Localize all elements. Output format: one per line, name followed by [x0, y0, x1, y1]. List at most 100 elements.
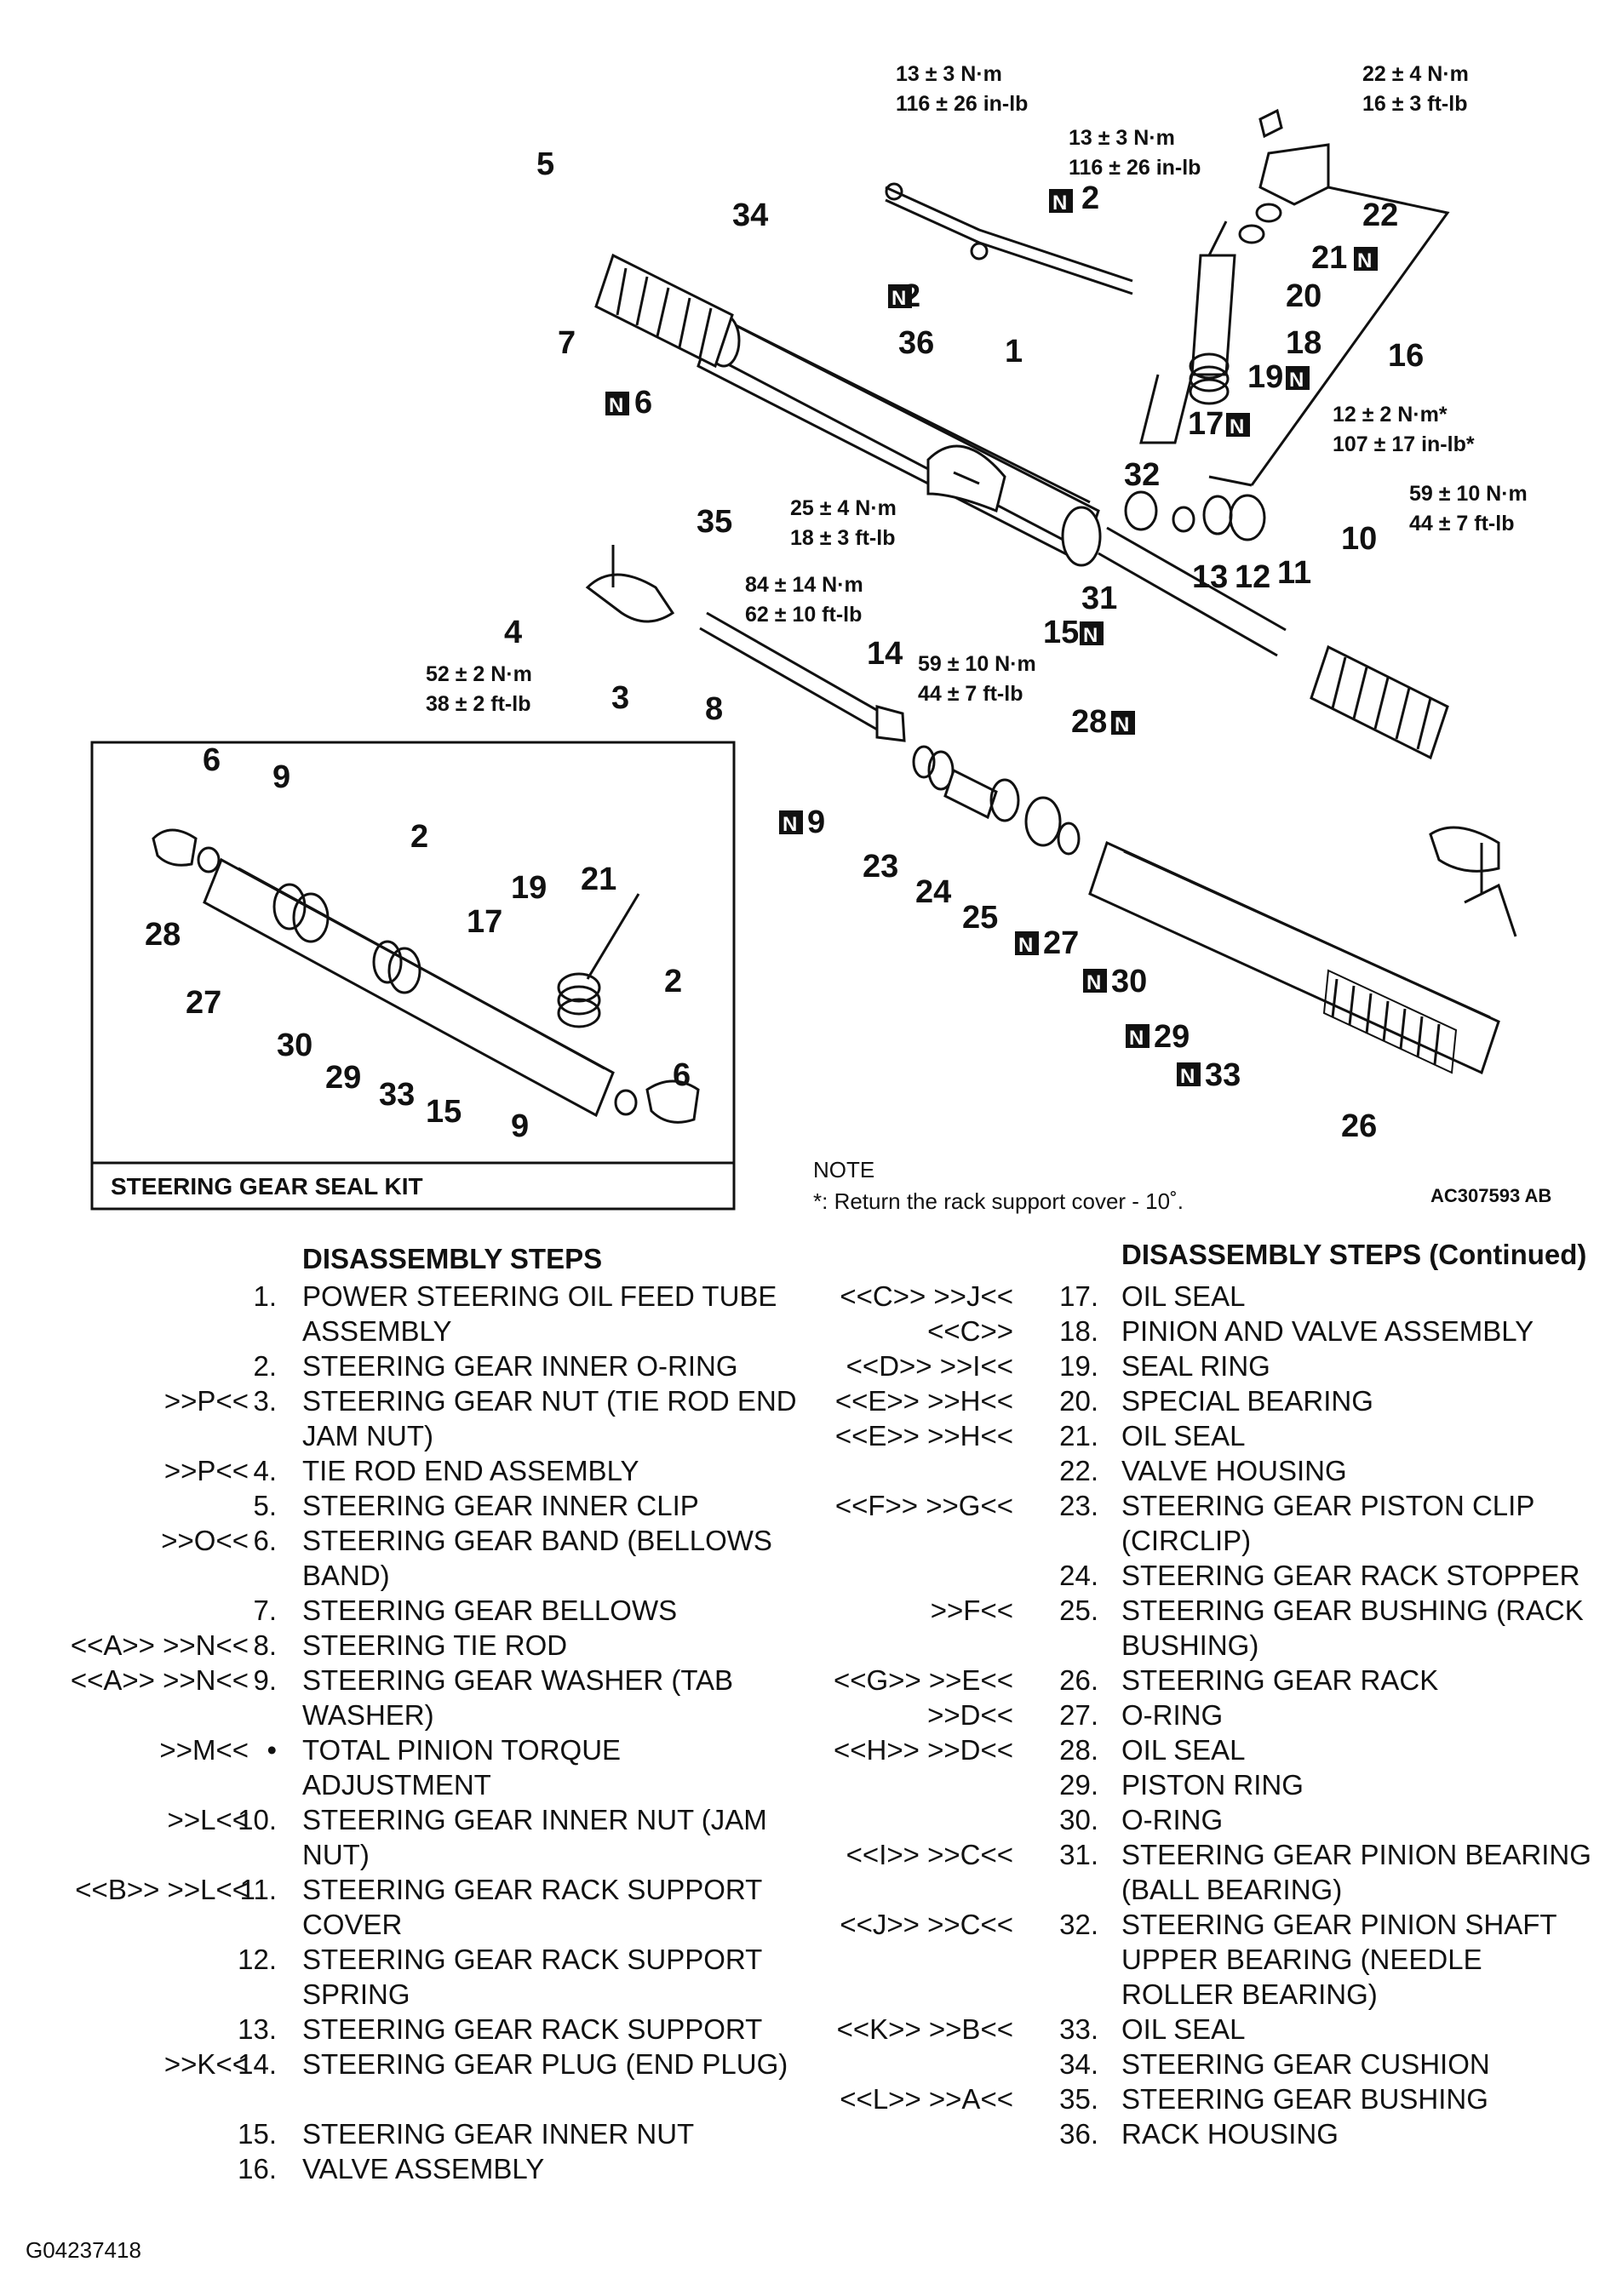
callout-11: 11 — [1277, 555, 1311, 591]
callout-32: 32 — [1124, 457, 1160, 493]
step-desc: OIL SEAL — [1121, 1280, 1246, 1312]
step-desc: STEERING GEAR NUT (TIE ROD END JAM NUT) — [302, 1385, 797, 1451]
step-ref: >>D<< — [927, 1699, 1013, 1731]
step-desc: STEERING GEAR PISTON CLIP (CIRCLIP) — [1121, 1490, 1534, 1556]
step-desc: STEERING GEAR PINION SHAFT UPPER BEARING… — [1121, 1909, 1557, 2010]
torque-support-inlb: 107 ± 17 in-lb* — [1333, 432, 1475, 456]
callout-34: 34 — [732, 198, 768, 233]
step-num: 4. — [253, 1455, 277, 1486]
callout-25: 25 — [962, 900, 998, 936]
step-desc: STEERING GEAR BELLOWS — [302, 1595, 678, 1626]
step-num: 35. — [1059, 2083, 1098, 2115]
note-title: NOTE — [813, 1157, 874, 1182]
step-desc: OIL SEAL — [1121, 2013, 1246, 2045]
step-desc: PISTON RING — [1121, 1769, 1304, 1801]
callout-3: 3 — [611, 680, 629, 716]
svg-text:N: N — [609, 394, 623, 417]
callout-16: 16 — [1388, 338, 1424, 374]
callout-5: 5 — [536, 146, 554, 182]
step-num: 1. — [253, 1280, 277, 1312]
callout-15: 15 — [1043, 615, 1079, 650]
kit-callout-9b: 9 — [511, 1108, 529, 1144]
disassembly-steps: DISASSEMBLY STEPS 1.POWER STEERING OIL F… — [26, 1239, 1601, 2213]
step-desc: STEERING GEAR WASHER (TAB WASHER) — [302, 1664, 734, 1731]
step-ref: <<E>> >>H<< — [834, 1385, 1013, 1417]
callout-36: 36 — [898, 325, 934, 361]
step-num: 19. — [1059, 1350, 1098, 1382]
callout-24: 24 — [915, 874, 951, 910]
svg-text:N: N — [1086, 971, 1101, 994]
step-ref: <<H>> >>D<< — [833, 1734, 1013, 1766]
step-num: 15. — [238, 2118, 277, 2150]
step-num: 3. — [253, 1385, 277, 1417]
step-desc: STEERING GEAR RACK SUPPORT — [302, 2013, 763, 2045]
step-desc: STEERING GEAR CUSHION — [1121, 2048, 1490, 2080]
step-num: 26. — [1059, 1664, 1098, 1696]
drawing-lines — [90, 108, 1517, 1211]
n-marker-icon: N — [1111, 711, 1135, 736]
callout-14: 14 — [867, 636, 903, 672]
torque-inner-nut-nm: 25 ± 4 N·m — [790, 496, 897, 520]
steps-heading-continued: DISASSEMBLY STEPS (Continued) — [1121, 1239, 1587, 1270]
torque-valve-nm: 22 ± 4 N·m — [1362, 62, 1469, 86]
callout-12: 12 — [1235, 559, 1270, 595]
torque-tube-1-nm: 13 ± 3 N·m — [896, 62, 1002, 86]
kit-callout-29: 29 — [325, 1060, 361, 1096]
n-marker-icon: N — [1126, 1024, 1149, 1050]
step-ref: >>K<< — [163, 2048, 249, 2080]
step-desc: RACK HOUSING — [1121, 2118, 1339, 2150]
step-desc: TOTAL PINION TORQUE ADJUSTMENT — [302, 1734, 622, 1801]
step-desc: O-RING — [1121, 1804, 1224, 1835]
step-ref: <<F>> >>G<< — [834, 1490, 1013, 1521]
step-desc: STEERING GEAR BUSHING — [1121, 2083, 1488, 2115]
step-num: 30. — [1059, 1804, 1098, 1835]
step-num: 29. — [1059, 1769, 1098, 1801]
step-ref: <<E>> >>H<< — [834, 1420, 1013, 1451]
step-num: 34. — [1059, 2048, 1098, 2080]
callout-17: 17 — [1188, 406, 1224, 442]
torque-tube-1-inlb: 116 ± 26 in-lb — [896, 92, 1028, 116]
kit-callout-33: 33 — [379, 1077, 415, 1113]
kit-callout-28: 28 — [145, 917, 181, 953]
svg-text:N: N — [1230, 415, 1244, 438]
kit-callout-9: 9 — [272, 759, 290, 795]
steps-heading: DISASSEMBLY STEPS — [302, 1243, 603, 1274]
n-marker-icon: N — [1080, 621, 1104, 647]
kit-callout-6b: 6 — [673, 1057, 691, 1093]
step-num: 23. — [1059, 1490, 1098, 1521]
torque-tie-rod-ftlb: 62 ± 10 ft-lb — [745, 603, 862, 627]
step-ref: <<B>> >>L<< — [75, 1874, 249, 1905]
step-num: 18. — [1059, 1315, 1098, 1347]
step-desc: TIE ROD END ASSEMBLY — [302, 1455, 639, 1486]
step-ref: <<D>> >>I<< — [846, 1350, 1013, 1382]
callout-35: 35 — [697, 504, 732, 540]
n-marker-icon: N — [1177, 1062, 1201, 1088]
callout-7: 7 — [558, 325, 576, 361]
callout-21: 21 — [1311, 240, 1347, 276]
torque-specs: 13 ± 3 N·m 116 ± 26 in-lb 13 ± 3 N·m 116… — [426, 62, 1528, 716]
step-desc: VALVE HOUSING — [1121, 1455, 1347, 1486]
step-num: 27. — [1059, 1699, 1098, 1731]
n-marker-icon: N — [1226, 413, 1250, 438]
torque-valve-ftlb: 16 ± 3 ft-lb — [1362, 92, 1467, 116]
step-num: 5. — [253, 1490, 277, 1521]
step-ref: <<L>> >>A<< — [840, 2083, 1013, 2115]
step-ref: <<K>> >>B<< — [836, 2013, 1013, 2045]
step-num: 24. — [1059, 1560, 1098, 1591]
callout-9: 9 — [807, 804, 825, 840]
svg-text:N: N — [1357, 249, 1372, 272]
step-ref: <<C>> >>J<< — [840, 1280, 1013, 1312]
torque-jam-nm: 59 ± 10 N·m — [1409, 482, 1528, 506]
kit-callout-2b: 2 — [664, 964, 682, 999]
callout-30: 30 — [1111, 964, 1147, 999]
step-desc: O-RING — [1121, 1699, 1224, 1731]
callout-26: 26 — [1341, 1108, 1377, 1144]
step-num: 28. — [1059, 1734, 1098, 1766]
callout-18: 18 — [1286, 325, 1321, 361]
svg-text:N: N — [1052, 192, 1067, 215]
figure-id: AC307593 AB — [1430, 1185, 1551, 1206]
step-desc: OIL SEAL — [1121, 1420, 1246, 1451]
step-num: 12. — [238, 1944, 277, 1975]
step-ref: <<A>> >>N<< — [70, 1664, 249, 1696]
step-desc: STEERING GEAR RACK — [1121, 1664, 1439, 1696]
